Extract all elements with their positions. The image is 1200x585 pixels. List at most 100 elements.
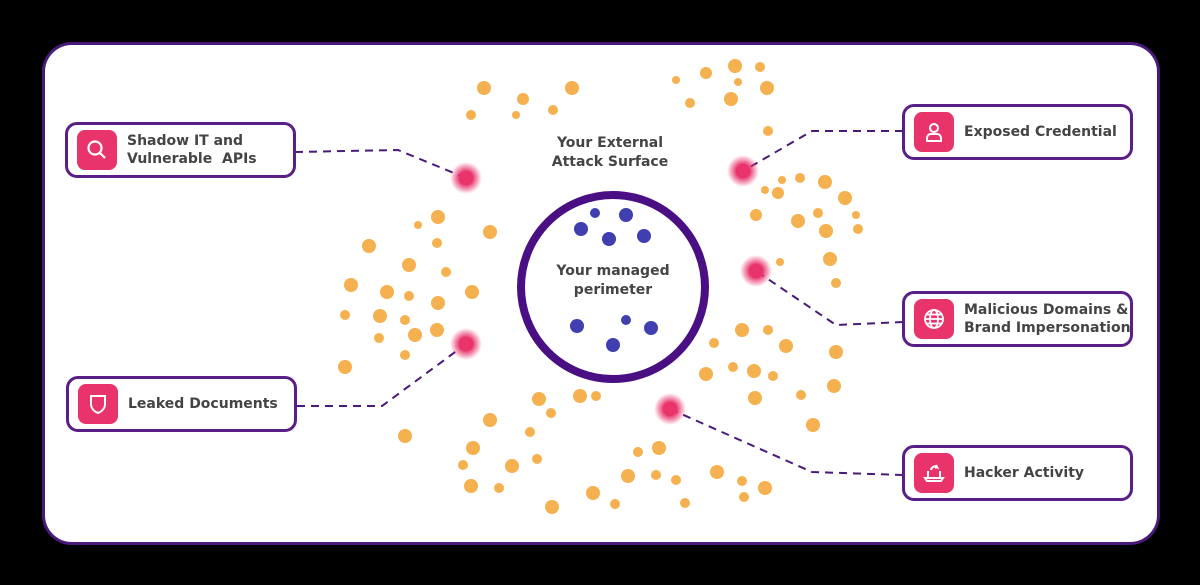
surface-asset-dot [464, 479, 478, 493]
surface-asset-dot [750, 209, 762, 221]
card-leaked-documents[interactable]: Leaked Documents [66, 376, 297, 432]
surface-asset-dot [823, 252, 837, 266]
card-label: Leaked Documents [128, 396, 278, 412]
surface-asset-dot [791, 214, 805, 228]
surface-asset-dot [565, 81, 579, 95]
surface-asset-dot [763, 126, 773, 136]
external-surface-label: Your External Attack Surface [551, 135, 669, 170]
surface-asset-dot [680, 498, 690, 508]
card-malicious-domains[interactable]: Malicious Domains & Brand Impersonation [902, 291, 1133, 347]
surface-asset-dot [400, 315, 410, 325]
surface-asset-dot [398, 429, 412, 443]
surface-asset-dot [831, 278, 841, 288]
surface-asset-dot [402, 258, 416, 272]
surface-asset-dot [373, 309, 387, 323]
card-hacker-activity[interactable]: Hacker Activity [902, 445, 1133, 501]
surface-asset-dot [404, 291, 414, 301]
surface-asset-dot [852, 211, 860, 219]
surface-asset-dot [362, 239, 376, 253]
surface-asset-dot [652, 441, 666, 455]
surface-asset-dot [414, 221, 422, 229]
surface-asset-dot [432, 238, 442, 248]
managed-asset-dot [606, 338, 620, 352]
search-icon [77, 130, 117, 170]
managed-asset-dot [590, 208, 600, 218]
surface-asset-dot [795, 173, 805, 183]
surface-asset-dot [408, 328, 422, 342]
surface-asset-dot [512, 111, 520, 119]
surface-asset-dot [380, 285, 394, 299]
surface-asset-dot [483, 413, 497, 427]
card-shadow-it[interactable]: Shadow IT and Vulnerable APIs [65, 122, 296, 178]
surface-asset-dot [747, 364, 761, 378]
surface-asset-dot [621, 469, 635, 483]
managed-asset-dot [621, 315, 631, 325]
surface-asset-dot [548, 105, 558, 115]
surface-asset-dot [431, 296, 445, 310]
surface-asset-dot [610, 499, 620, 509]
managed-perimeter-circle [517, 191, 709, 383]
connector-leaked-documents [297, 343, 467, 407]
card-label: Exposed Credential [964, 124, 1117, 140]
surface-asset-dot [651, 470, 661, 480]
surface-asset-dot [778, 176, 786, 184]
surface-asset-dot [853, 224, 863, 234]
card-label: Malicious Domains & Brand Impersonation [964, 302, 1131, 336]
surface-asset-dot [709, 338, 719, 348]
surface-asset-dot [494, 483, 504, 493]
surface-asset-dot [818, 175, 832, 189]
surface-asset-dot [505, 459, 519, 473]
managed-asset-dot [574, 222, 588, 236]
surface-asset-dot [374, 333, 384, 343]
surface-asset-dot [728, 362, 738, 372]
surface-asset-dot [591, 391, 601, 401]
surface-asset-dot [546, 408, 556, 418]
surface-asset-dot [735, 323, 749, 337]
surface-asset-dot [748, 391, 762, 405]
surface-asset-dot [737, 476, 747, 486]
surface-asset-dot [761, 186, 769, 194]
surface-asset-dot [545, 500, 559, 514]
surface-asset-dot [458, 460, 468, 470]
surface-asset-dot [466, 441, 480, 455]
surface-asset-dot [724, 92, 738, 106]
surface-asset-dot [586, 486, 600, 500]
connector-malicious-domains [755, 270, 904, 327]
surface-asset-dot [827, 379, 841, 393]
surface-asset-dot [819, 224, 833, 238]
threat-point [736, 164, 750, 178]
surface-asset-dot [758, 481, 772, 495]
threat-point [749, 264, 763, 278]
connector-exposed-credential [742, 130, 903, 172]
surface-asset-dot [829, 345, 843, 359]
connector-shadow-it [294, 148, 467, 179]
card-exposed-credential[interactable]: Exposed Credential [902, 104, 1133, 160]
surface-asset-dot [477, 81, 491, 95]
surface-asset-dot [755, 62, 765, 72]
managed-asset-dot [644, 321, 658, 335]
laptop-icon [914, 453, 954, 493]
surface-asset-dot [431, 210, 445, 224]
surface-asset-dot [672, 76, 680, 84]
surface-asset-dot [734, 78, 742, 86]
surface-asset-dot [344, 278, 358, 292]
surface-asset-dot [633, 447, 643, 457]
surface-asset-dot [763, 325, 773, 335]
threat-point [663, 402, 677, 416]
surface-asset-dot [525, 427, 535, 437]
surface-asset-dot [465, 285, 479, 299]
surface-asset-dot [685, 98, 695, 108]
managed-perimeter-label: Your managed perimeter [556, 263, 670, 298]
managed-asset-dot [637, 229, 651, 243]
surface-asset-dot [728, 59, 742, 73]
surface-asset-dot [710, 465, 724, 479]
surface-asset-dot [796, 390, 806, 400]
surface-asset-dot [776, 258, 784, 266]
threat-point [459, 337, 473, 351]
surface-asset-dot [813, 208, 823, 218]
managed-asset-dot [570, 319, 584, 333]
surface-asset-dot [768, 371, 778, 381]
threat-point [459, 171, 473, 185]
managed-asset-dot [602, 232, 616, 246]
surface-asset-dot [772, 187, 784, 199]
